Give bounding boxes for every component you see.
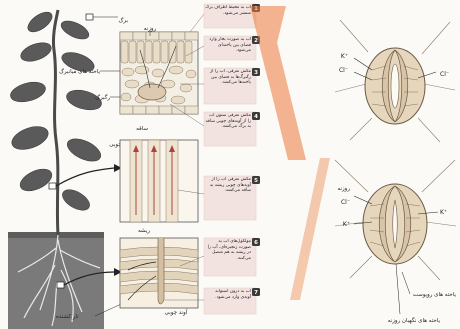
label-stem: ساقه (136, 126, 148, 132)
leaf-focus-box (86, 14, 93, 20)
label-guard-cells: یاخته های نگهبان روزنه (388, 317, 441, 324)
step-1-text-wrap: آب به محیط اطراف برگ منتشر می‌شود. (205, 5, 251, 27)
step-number: 2 (254, 38, 258, 44)
step-5-text-wrap: مکش تعرقی آب را از آوندهای چوبی ریشه به … (205, 177, 251, 219)
step-2-text-wrap: آب به صورت بخار وارد فضای بین یاخته‌ای م… (205, 37, 251, 59)
label-leaf-vein: رگبرگ (95, 93, 110, 101)
step-6-text-wrap: مولکول‌های آب به صورت زنجیره‌ای، آب را د… (205, 239, 251, 275)
plant-illustration (8, 8, 122, 329)
label-leaf: برگ (119, 16, 129, 24)
ion-k-top: K⁺ (341, 53, 348, 60)
step-4-text-wrap: مکش تعرقی ستون آب را از آوندهای چوبی ساق… (205, 113, 251, 145)
soil-surface (8, 232, 104, 238)
label-stoma-right: روزنه (338, 186, 351, 192)
step-4-text: مکش تعرقی ستون آب را از آوندهای چوبی ساق… (205, 113, 251, 130)
stem-arrow (56, 168, 114, 186)
step-number: 6 (254, 240, 258, 246)
stem-focus-box (49, 183, 56, 189)
stem-xylem-section (120, 140, 198, 222)
label-xylem-root: آوند چوبی (165, 309, 188, 316)
step-3-text-wrap: مکش تعرقی، آب را از رگبرگ‌ها به فضای بین… (205, 69, 251, 103)
step-number: 5 (254, 178, 258, 184)
ion-cl-bottom-left: Cl⁻ (341, 199, 350, 206)
label-mesophyll: یاخته های میانبرگ (59, 67, 100, 75)
step-7-text: آب به درون استوانه آوندی وارد می‌شود. (205, 289, 251, 300)
step-6-text: مولکول‌های آب به صورت زنجیره‌ای، آب را د… (205, 239, 251, 262)
leaf-cross-section (120, 32, 198, 114)
watermark-logo (250, 6, 330, 300)
label-epidermis-cells: یاخته های روپوست (413, 292, 457, 298)
root-section (120, 238, 198, 308)
ion-cl-top-left: Cl⁻ (339, 67, 348, 74)
stoma-open-diagram (335, 20, 455, 142)
stoma-closed-diagram (335, 160, 456, 280)
ion-k-bottom-left: K⁺ (343, 221, 350, 228)
step-number: 7 (254, 290, 258, 296)
label-root-hair: تار کشنده (56, 313, 79, 320)
step-number: 3 (254, 70, 258, 76)
step-number: 4 (254, 114, 258, 120)
root-focus-box (57, 282, 64, 288)
ion-cl-top-right: Cl⁻ (440, 71, 449, 78)
ion-k-bottom-right: K⁺ (440, 209, 447, 216)
step-2-text: آب به صورت بخار وارد فضای بین یاخته‌ای م… (205, 37, 251, 54)
label-root: ریشه (138, 228, 150, 234)
plant-stem (53, 10, 58, 235)
step-3-text: مکش تعرقی، آب را از رگبرگ‌ها به فضای بین… (205, 69, 251, 86)
step-5-text: مکش تعرقی آب را از آوندهای چوبی ریشه به … (205, 177, 251, 194)
step-7-text-wrap: آب به درون استوانه آوندی وارد می‌شود. (205, 289, 251, 313)
step-1-text: آب به محیط اطراف برگ منتشر می‌شود. (205, 5, 251, 16)
